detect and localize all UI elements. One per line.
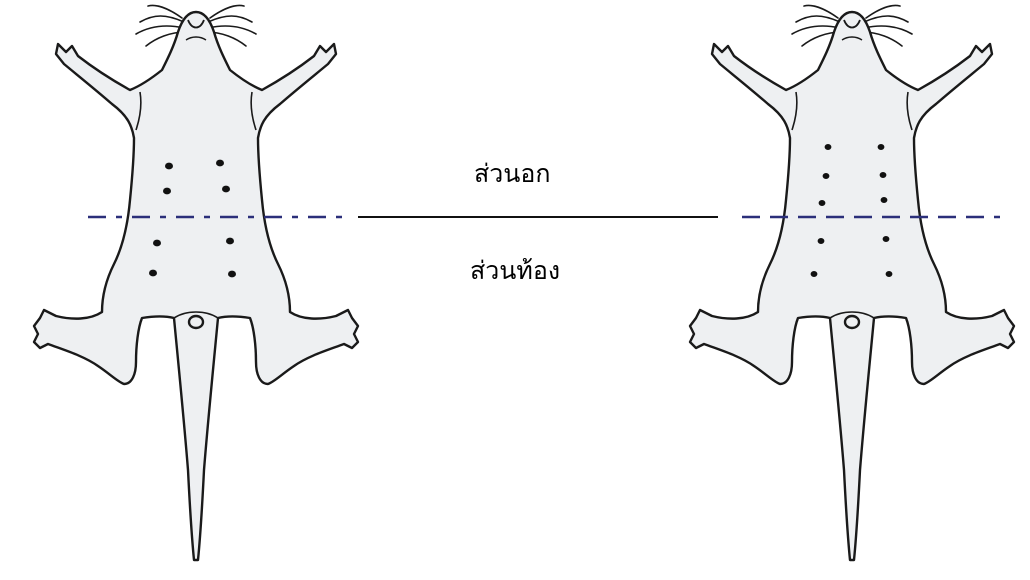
nipple — [817, 238, 825, 244]
mouse-right-nipples — [810, 144, 893, 277]
nipple — [818, 200, 826, 206]
nipple — [163, 187, 171, 195]
nipple — [216, 159, 224, 167]
chest-region-label: ส่วนอก — [474, 159, 551, 188]
nipple — [226, 237, 234, 245]
nipple — [822, 173, 830, 179]
nipple — [222, 185, 230, 193]
nipple — [885, 271, 893, 277]
nipple — [149, 269, 157, 277]
nipple — [228, 270, 236, 278]
nipple — [153, 239, 161, 247]
abdomen-region-label: ส่วนท้อง — [470, 256, 561, 285]
nipple — [880, 197, 888, 203]
nipple — [824, 144, 832, 150]
mouse-right — [688, 4, 1016, 562]
mouse-right-body — [688, 4, 1016, 562]
nipple — [877, 144, 885, 150]
mouse-left-nipples — [149, 159, 236, 278]
mouse-left-body — [32, 4, 360, 562]
nipple — [165, 162, 173, 170]
mouse-left — [32, 4, 360, 562]
nipple — [879, 172, 887, 178]
nipple — [810, 271, 818, 277]
nipple — [882, 236, 890, 242]
